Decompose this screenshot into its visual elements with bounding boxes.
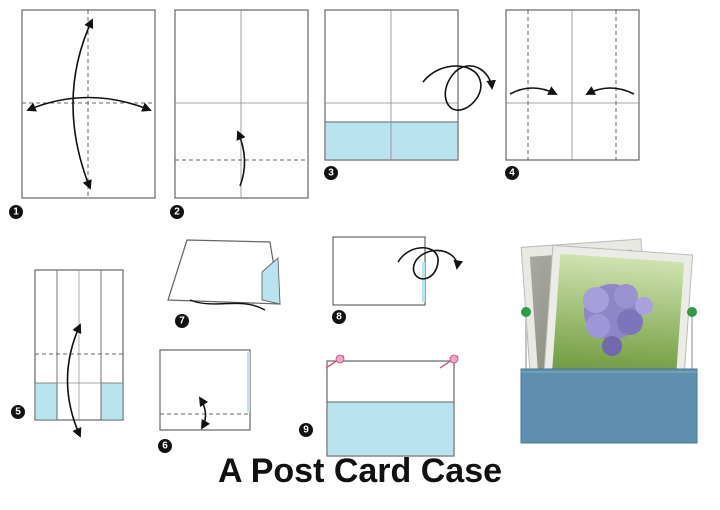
- svg-text:9: 9: [303, 425, 309, 436]
- svg-text:7: 7: [179, 316, 185, 327]
- step-badge-8: 8: [332, 310, 346, 324]
- step-badge-9: 9: [299, 423, 313, 437]
- step-badge-1: 1: [9, 205, 23, 219]
- pin-icon: [449, 354, 459, 364]
- step-9: [325, 354, 459, 457]
- page-title: A Post Card Case: [217, 452, 503, 490]
- hydrangea-icon: [583, 284, 653, 356]
- step-badge-2: 2: [170, 205, 184, 219]
- step-3: [324, 9, 496, 161]
- svg-text:8: 8: [336, 312, 342, 323]
- step-badge-3: 3: [324, 166, 338, 180]
- svg-text:3: 3: [328, 168, 334, 179]
- step-7: [167, 239, 281, 311]
- pin-icon: [521, 307, 531, 317]
- step-badge-4: 4: [505, 166, 519, 180]
- step-1: [21, 9, 156, 199]
- svg-text:6: 6: [162, 441, 168, 452]
- step-badge-7: 7: [175, 314, 189, 328]
- step-6: [159, 349, 251, 431]
- step-5: [34, 269, 124, 438]
- finished-case-photo: [520, 238, 698, 444]
- svg-text:4: 4: [509, 168, 515, 179]
- step-badge-5: 5: [11, 405, 25, 419]
- step-badges: 1 2 3 4 5 6 7 8 9: [9, 166, 519, 453]
- pin-icon: [335, 354, 345, 364]
- svg-text:2: 2: [174, 207, 180, 218]
- svg-text:1: 1: [13, 207, 19, 218]
- step-8: [332, 236, 463, 306]
- step-badge-6: 6: [158, 439, 172, 453]
- svg-text:5: 5: [15, 407, 21, 418]
- pin-icon: [687, 307, 697, 317]
- step-4: [505, 9, 640, 161]
- step-2: [174, 9, 309, 199]
